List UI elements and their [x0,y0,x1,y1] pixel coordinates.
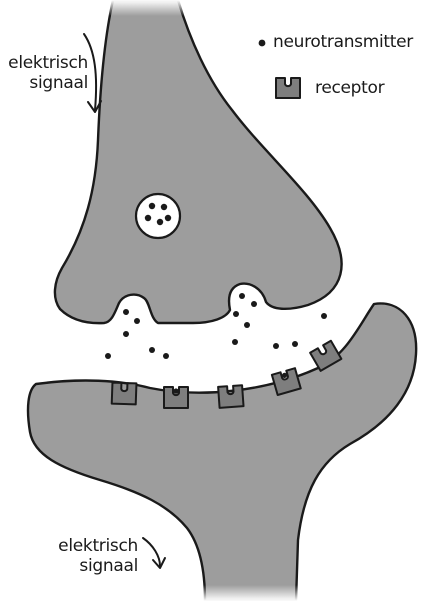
neurotransmitter-dot [233,311,239,317]
signal-label-top-line2: signaal [8,73,88,93]
neurotransmitter-dot [123,331,129,337]
bound-neurotransmitter-dot [173,388,178,393]
signal-label-top-line1: elektrisch [8,53,88,73]
signal-label-bottom: elektrisch signaal [58,536,138,576]
neurotransmitter-dot [163,353,169,359]
signal-label-bottom-line1: elektrisch [58,536,138,556]
legend-neurotransmitter-label: neurotransmitter [273,32,413,52]
top-axon-fade [100,0,190,16]
neurotransmitter-dot [149,347,155,353]
signal-label-top: elektrisch signaal [8,53,88,93]
neurotransmitter-dot [239,293,245,299]
neurotransmitter-dot [232,339,238,345]
vesicle-dot [165,215,171,221]
neurotransmitter-dot [244,322,250,328]
receptor-empty [218,385,243,408]
legend-receptor-label: receptor [315,78,384,98]
neurotransmitter-dot [105,353,111,359]
legend-receptor-icon [276,78,300,98]
neurotransmitter-dot [273,343,279,349]
neurotransmitter-dot [251,301,257,307]
neurotransmitter-dot [134,318,140,324]
receptor-bound [164,387,188,408]
synaptic-vesicle [136,194,180,238]
neurotransmitter-dot [321,313,327,319]
vesicle-dot [149,203,155,209]
neurotransmitter-dot [292,341,298,347]
signal-label-bottom-line2: signaal [58,556,138,576]
signal-arrow-bottom [143,538,165,568]
vesicle-dot [161,204,167,210]
vesicle-dot [145,215,151,221]
neurotransmitter-dot [123,309,129,315]
bottom-dendrite-fade [200,585,304,601]
legend-neurotransmitter-icon [259,40,266,47]
vesicle-dot [157,219,163,225]
